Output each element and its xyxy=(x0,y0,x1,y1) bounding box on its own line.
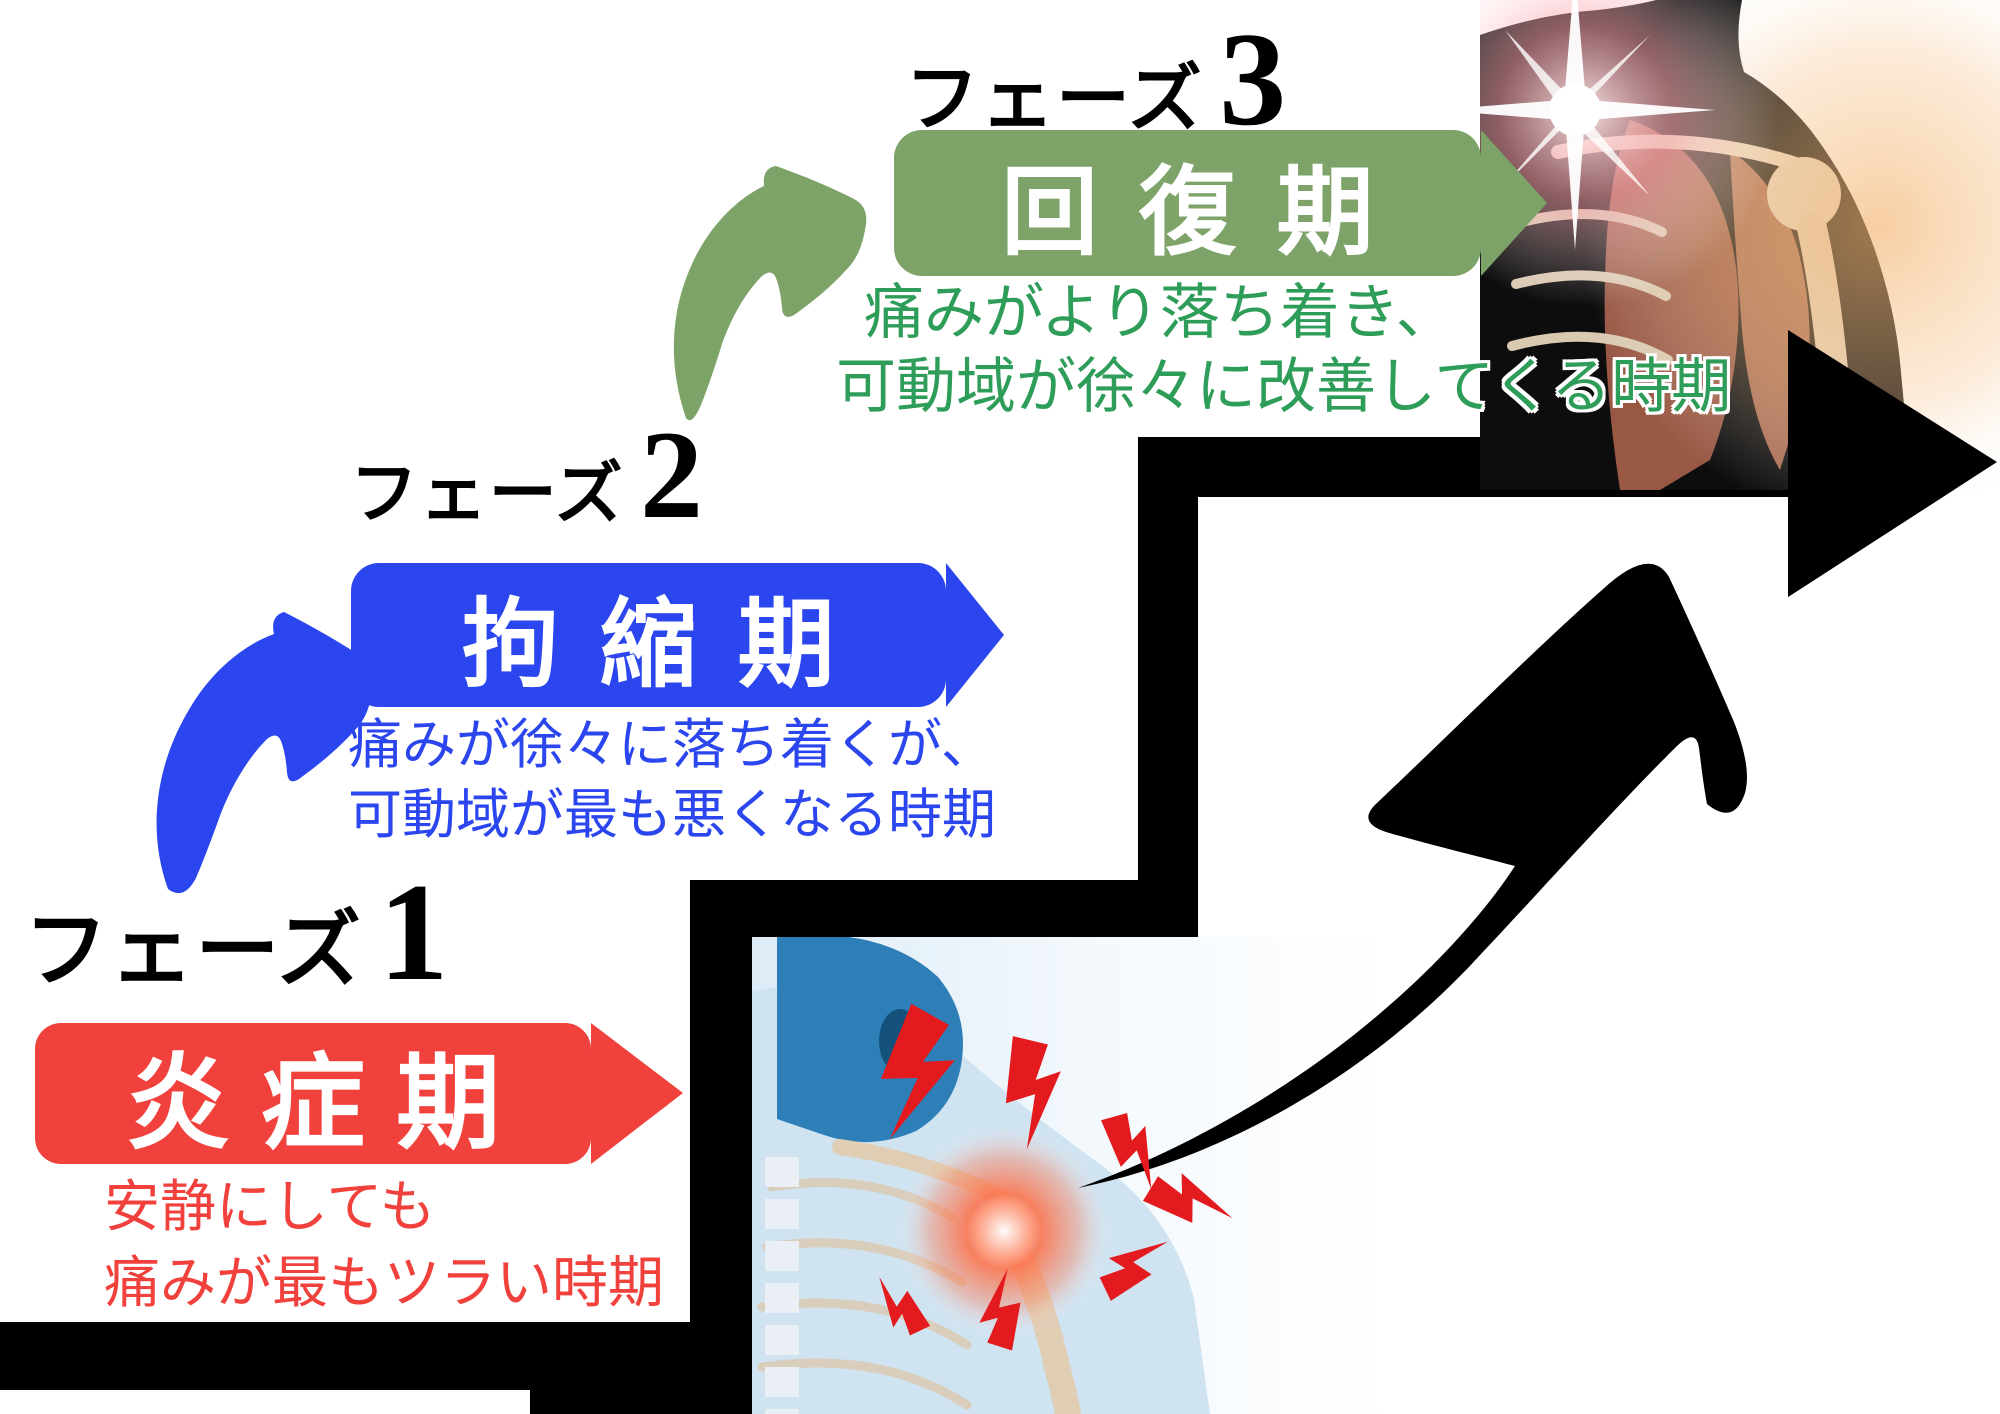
phase3-stage-text: 回復期 xyxy=(1001,159,1415,267)
shoulder-anatomy-photo xyxy=(1480,0,2000,490)
phase3-label: フェーズ xyxy=(905,59,1204,141)
phase1-desc-line1: 安静にしても xyxy=(104,1177,436,1239)
phase2-stage-text: 拘縮期 xyxy=(462,591,876,699)
phase3-desc-line1: 痛みがより落ち着き、 xyxy=(864,280,1456,346)
phase3-desc-line2: 可動域が徐々に改善してくる時期 xyxy=(836,354,1732,420)
phase2-description: 痛みが徐々に落ち着くが、 可動域が最も悪くなる時期 xyxy=(348,710,996,850)
phase2-label: フェーズ xyxy=(350,456,625,532)
phase2-number: 2 xyxy=(640,406,704,545)
phase1-desc-line2: 痛みが最もツラい時期 xyxy=(104,1253,664,1315)
shoulder-xray-pain-photo xyxy=(752,937,1392,1414)
phase3-stage-banner: 回復期 xyxy=(894,130,1547,276)
phase1-stage-banner: 炎症期 xyxy=(35,1023,684,1164)
phase1-description: 安静にしても 痛みが最もツラい時期 xyxy=(104,1170,664,1322)
upward-swoosh-arrow-icon xyxy=(1078,563,1747,1188)
phase3-number: 3 xyxy=(1219,5,1287,153)
phase1-number: 1 xyxy=(378,855,449,1010)
staircase-arrowhead-icon xyxy=(1788,330,1997,597)
phase1-label: フェーズ xyxy=(24,905,363,998)
phase2-desc-line1: 痛みが徐々に落ち着くが、 xyxy=(348,715,995,775)
curved-connector-arrow-blue-icon xyxy=(156,612,374,894)
pain-lightning-bolt-icons xyxy=(860,1000,1240,1352)
phase1-stage-text: 炎症期 xyxy=(125,1047,532,1162)
phase2-desc-line2: 可動域が最も悪くなる時期 xyxy=(348,785,996,845)
curved-connector-arrow-green-icon xyxy=(673,166,867,421)
pain-glow xyxy=(896,1123,1112,1339)
phase3-description: 痛みがより落ち着き、 可動域が徐々に改善してくる時期 xyxy=(836,276,1731,424)
phase2-stage-banner: 拘縮期 xyxy=(351,563,1004,707)
